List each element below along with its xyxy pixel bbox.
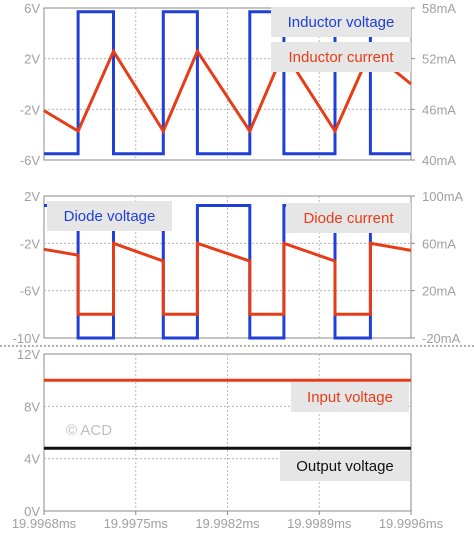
x-tick-label: 19.9968ms [12,516,77,531]
right-tick-label: 58mA [422,1,456,16]
left-tick-label: 12V [17,347,40,362]
x-tick-label: 19.9996ms [379,516,444,531]
series-line-diode-current [43,241,412,316]
left-tick-label: -10V [13,331,41,346]
legend-label: Diode voltage [64,208,156,225]
left-tick-label: 6V [24,1,40,16]
series-line-diode-voltage [44,204,411,340]
right-tick-label: 52mA [422,52,456,67]
left-tick-label: -2V [20,102,41,117]
legend-label: Output voltage [296,458,394,475]
legend-label: Diode current [303,210,394,227]
right-tick-label: 20mA [422,284,456,299]
time-axis: 19.9968ms 19.9975ms 19.9982ms 19.9989ms 19.9… [12,511,444,531]
left-tick-label: -6V [20,153,41,168]
legend-box [47,201,172,231]
right-tick-label: 46mA [422,102,456,117]
right-tick-label: -20mA [422,331,461,346]
left-tick-label: 2V [24,189,40,204]
inductor-panel: 6V 2V -2V -6V 58mA 52mA 46mA 40mA Inductor volta… [20,1,457,168]
left-tick-label: -2V [20,236,41,251]
right-tick-label: 100mA [422,189,464,204]
legend-label: Input voltage [307,389,393,406]
legend-box [286,203,411,233]
legend-box [271,7,411,37]
x-tick-label: 19.9982ms [195,516,260,531]
diode-panel: 2V -2V -6V -10V 100mA 60mA 20mA -20mA Diode volt… [13,189,464,346]
left-tick-label: 8V [24,399,40,414]
left-tick-label: 0V [24,504,40,519]
watermark: © ACD [66,422,112,439]
legend-box [280,451,410,481]
legend-box [271,42,411,72]
left-tick-label: 2V [24,52,40,67]
right-tick-label: 60mA [422,236,456,251]
legend-label: Inductor voltage [288,14,395,31]
legend-box [291,382,409,412]
right-tick-label: 40mA [422,153,456,168]
legend-label: Inductor current [288,49,394,66]
series-line-inductor-current [43,48,412,135]
x-tick-label: 19.9975ms [104,516,169,531]
left-tick-label: -6V [20,284,41,299]
x-tick-label: 19.9989ms [287,516,352,531]
left-tick-label: 4V [24,452,40,467]
